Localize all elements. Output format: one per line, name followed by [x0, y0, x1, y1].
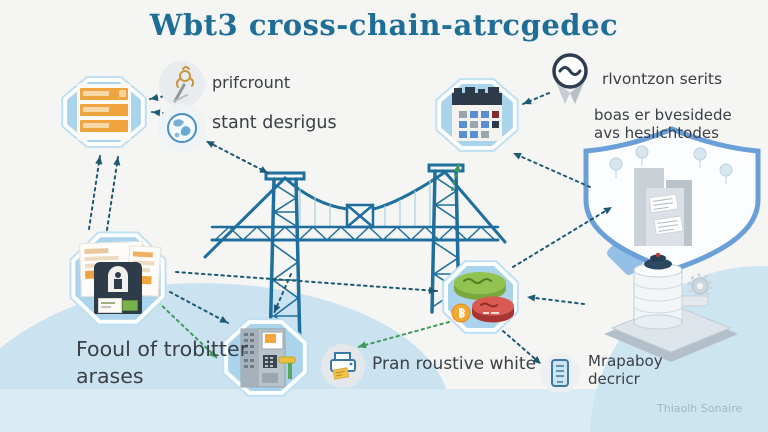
node-calendar-octagon: [434, 77, 520, 153]
wrapped-label-line2: decricr: [588, 370, 640, 389]
designs-label: stant desrigus: [212, 113, 337, 133]
designs-globe-icon: [158, 104, 206, 152]
calendar-icon: [452, 87, 502, 141]
atm-machine-icon: [240, 328, 295, 387]
wrapped-label: Mrapaboy decricr: [588, 352, 663, 389]
nodes-label-line2: avs heslichtodes: [594, 124, 719, 143]
node-atm-octagon: [221, 317, 310, 398]
pool-label-line2: arases: [76, 363, 144, 388]
vault-device-icon: [94, 261, 142, 314]
account-icon: [159, 61, 205, 107]
node-ledger-octagon: [60, 75, 148, 149]
printer-icon: [321, 344, 365, 388]
pool-label: Fooul of trobitter arases: [76, 336, 248, 389]
validator-machine-illustration: [604, 252, 738, 362]
nodes-label-line1: boas er bvesidede: [594, 106, 732, 124]
routing-label: Pran roustive white: [372, 354, 537, 374]
node-tokens-octagon: [441, 259, 520, 335]
account-label: prifcrount: [212, 73, 291, 92]
award-label: rlvontzon serits: [602, 70, 723, 88]
small-trees: [609, 145, 733, 184]
token-coins-icon: [451, 272, 514, 323]
watermark-text: Thiaolh Sonaire: [657, 402, 743, 415]
node-documents-octagon: [68, 230, 168, 327]
pool-label-line1: Fooul of trobitter: [76, 337, 249, 361]
nodes-label: boas er bvesidede avs heslichtodes: [594, 106, 732, 143]
wrapped-label-line1: Mrapaboy: [588, 352, 663, 370]
award-ribbon-icon: [546, 50, 594, 108]
ledger-list-icon: [77, 84, 131, 140]
wrapped-device-icon: [540, 353, 580, 393]
shield-illustration: [583, 126, 761, 273]
page-title: Wbt3 cross-chain-atrcgedec: [149, 8, 619, 42]
data-center-buildings: [634, 168, 692, 246]
